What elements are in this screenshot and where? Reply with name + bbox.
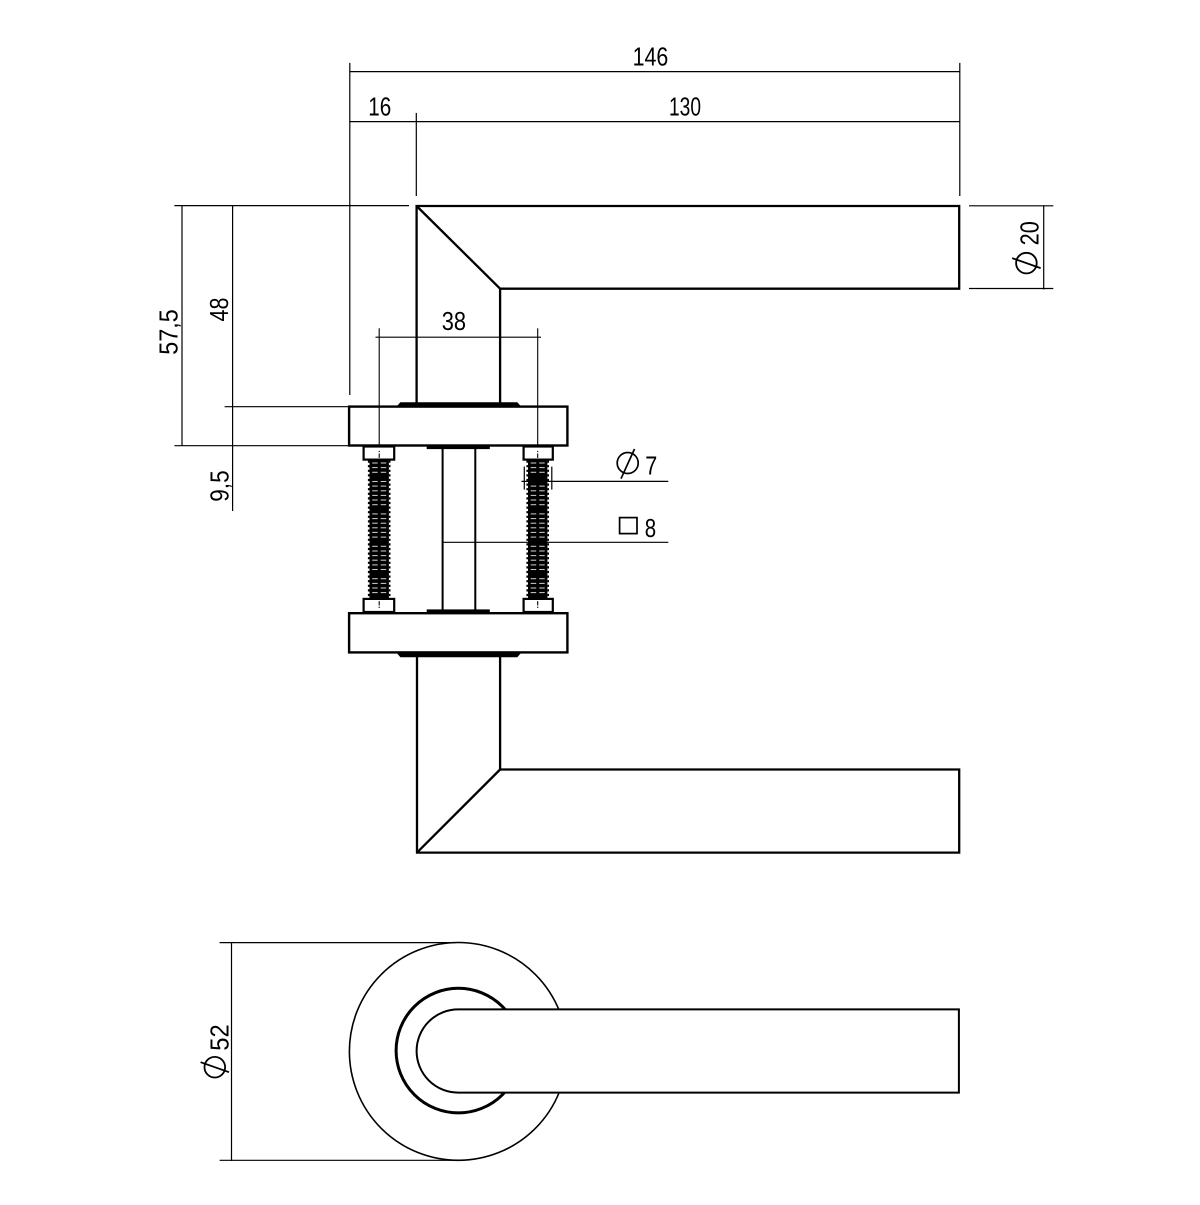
svg-text:57,5: 57,5 <box>154 309 184 355</box>
svg-text:130: 130 <box>669 92 701 122</box>
svg-text:48: 48 <box>204 298 234 322</box>
svg-text:20: 20 <box>1015 221 1045 245</box>
svg-text:9,5: 9,5 <box>205 470 235 502</box>
svg-text:16: 16 <box>368 92 391 122</box>
svg-text:38: 38 <box>442 306 466 336</box>
svg-text:52: 52 <box>204 1024 234 1050</box>
svg-text:146: 146 <box>633 42 669 72</box>
svg-text:7: 7 <box>645 450 657 480</box>
svg-text:8: 8 <box>645 513 656 543</box>
